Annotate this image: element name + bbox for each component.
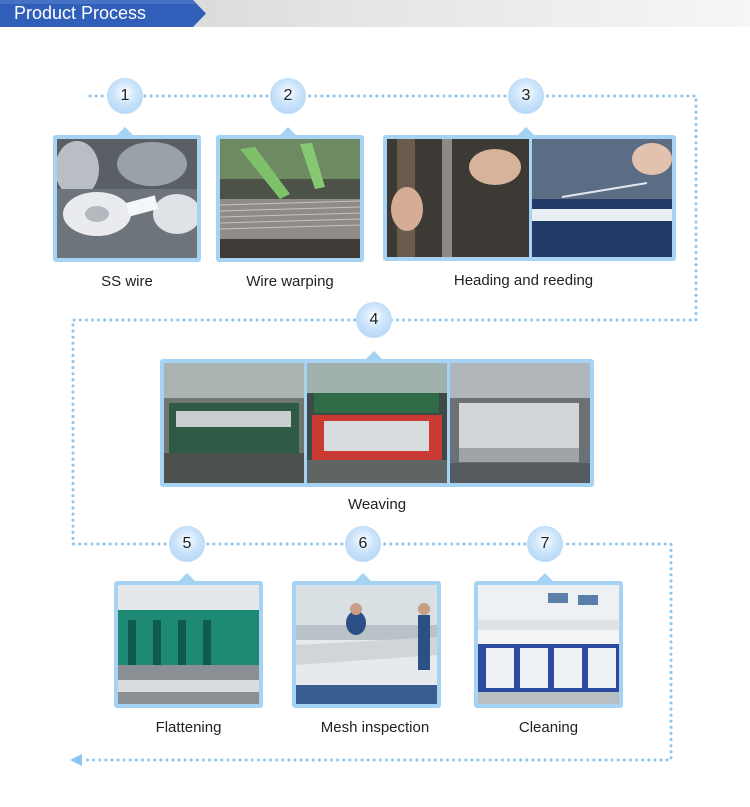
page-title: Product Process (14, 3, 147, 23)
step-photo-cleaning (474, 581, 623, 708)
step-caption: Mesh inspection (320, 719, 430, 736)
step-number-badge: 1 (107, 78, 143, 114)
step-number-badge: 6 (345, 526, 381, 562)
step-number-badge: 5 (169, 526, 205, 562)
step-number-badge: 7 (527, 526, 563, 562)
step-photo-weaving (160, 359, 594, 487)
photo-notch (365, 351, 383, 360)
step-photo-mesh-inspection (292, 581, 441, 708)
step-photo-wire-warping (216, 135, 364, 262)
step-photo-ss-wire (53, 135, 201, 262)
photo-notch (536, 573, 554, 582)
step-caption: Heading and reeding (453, 272, 594, 289)
photo-notch (279, 127, 297, 136)
flow-arrow-icon (70, 754, 82, 766)
header-tab (0, 0, 206, 27)
step-caption: Wire warping (246, 273, 334, 290)
photo-notch (178, 573, 196, 582)
photo-notch (354, 573, 372, 582)
step-caption: Cleaning (518, 719, 579, 736)
step-number-badge: 3 (508, 78, 544, 114)
step-number-badge: 4 (356, 302, 392, 338)
photo-notch (116, 127, 134, 136)
step-photo-flattening (114, 581, 263, 708)
step-number-badge: 2 (270, 78, 306, 114)
step-caption: Flattening (155, 719, 222, 736)
step-caption: Weaving (347, 496, 407, 513)
step-caption: SS wire (101, 273, 153, 290)
step-photo-heading-and-reeding (383, 135, 676, 261)
photo-notch (517, 127, 535, 136)
